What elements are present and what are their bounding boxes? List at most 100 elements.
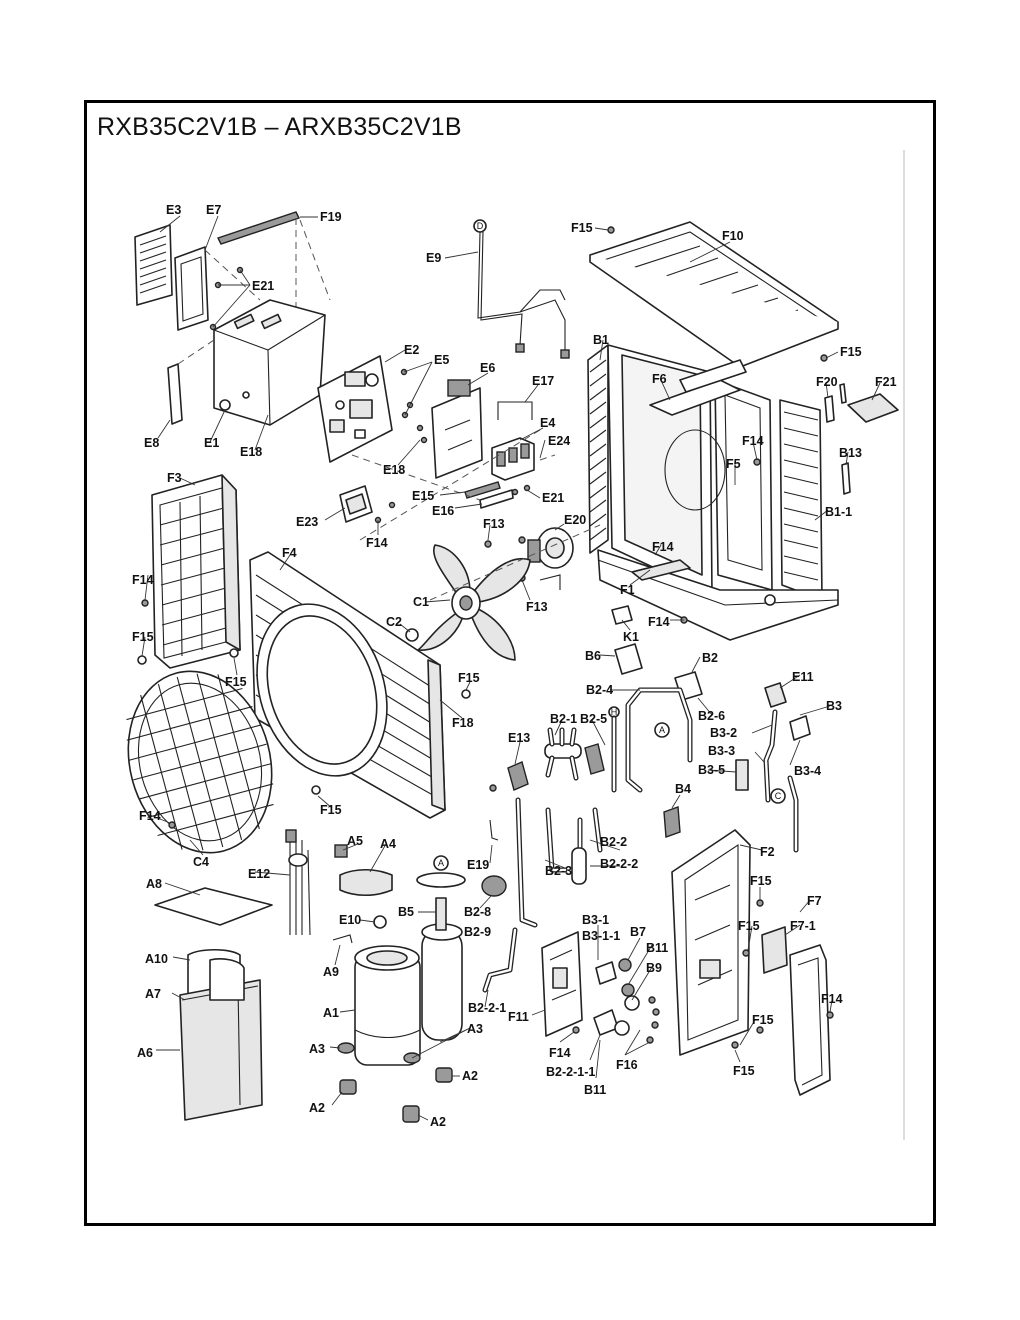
label-k1: K1 <box>623 630 639 644</box>
label-f15-d: F15 <box>225 675 247 689</box>
e19-part <box>489 819 499 841</box>
label-f15-f: F15 <box>320 803 342 817</box>
label-a6: A6 <box>137 1046 153 1060</box>
label-f6: F6 <box>652 372 667 386</box>
b2-8-part <box>481 875 507 897</box>
b4-part <box>663 806 681 838</box>
label-e17: E17 <box>532 374 554 388</box>
f16-screws <box>646 996 660 1044</box>
label-e7: E7 <box>206 203 221 217</box>
e23-reactor <box>339 485 396 524</box>
label-e12: E12 <box>248 867 270 881</box>
label-b3-1-1: B3-1-1 <box>582 929 620 943</box>
label-f14-e: F14 <box>132 573 154 587</box>
label-b9: B9 <box>646 961 662 975</box>
label-f15-i: F15 <box>752 1013 774 1027</box>
label-f14-g: F14 <box>549 1046 571 1060</box>
label-b1: B1 <box>593 333 609 347</box>
label-b5: B5 <box>398 905 414 919</box>
label-f4: F4 <box>282 546 297 560</box>
e4-terminal-block <box>491 437 535 481</box>
label-b2-3: B2-3 <box>545 864 572 878</box>
stop-valves <box>593 958 640 1036</box>
c2-nut <box>405 628 419 642</box>
label-b2-2-1: B2-2-1 <box>468 1001 506 1015</box>
label-e15: E15 <box>412 489 434 503</box>
label-a7: A7 <box>145 987 161 1001</box>
label-f15-j: F15 <box>733 1064 755 1078</box>
e2-pcb <box>317 355 393 463</box>
label-f14-a: F14 <box>366 536 388 550</box>
label-b2-2: B2-2 <box>600 835 627 849</box>
marker-h: H <box>611 707 618 717</box>
label-b3-4: B3-4 <box>794 764 821 778</box>
label-a2-c: A2 <box>462 1069 478 1083</box>
label-b2: B2 <box>702 651 718 665</box>
label-f15-b: F15 <box>840 345 862 359</box>
b3-4-part <box>789 715 811 741</box>
marker-a-pipe: A <box>659 725 665 735</box>
label-e8: E8 <box>144 436 159 450</box>
label-f21: F21 <box>875 375 897 389</box>
label-f19: F19 <box>320 210 342 224</box>
label-b2-6: B2-6 <box>698 709 725 723</box>
electrical-box-assembly <box>134 211 428 463</box>
label-b13: B13 <box>839 446 862 460</box>
page-title: RXB35C2V1B – ARXB35C2V1B <box>97 113 462 141</box>
label-e24: E24 <box>548 434 570 448</box>
c4-grille <box>126 670 274 854</box>
label-f14-f: F14 <box>139 809 161 823</box>
label-b3-1: B3-1 <box>582 913 609 927</box>
reference-markers: D H A C A <box>438 219 782 868</box>
f20-part <box>824 395 835 423</box>
label-e3: E3 <box>166 203 181 217</box>
label-e19: E19 <box>467 858 489 872</box>
label-b1-1: B1-1 <box>825 505 852 519</box>
label-f5: F5 <box>726 457 741 471</box>
label-f14-d: F14 <box>648 615 670 629</box>
f21-pad <box>847 393 899 423</box>
f4-front-panel <box>249 551 446 819</box>
e17-clip <box>497 401 533 420</box>
e7-bracket <box>174 246 209 331</box>
label-a5: A5 <box>347 834 363 848</box>
label-a3-a: A3 <box>309 1042 325 1056</box>
label-f13-b: F13 <box>526 600 548 614</box>
leader-lines <box>141 215 881 1121</box>
label-a9: A9 <box>323 965 339 979</box>
f7-cover <box>761 926 831 1096</box>
part-labels: E3 E7 F19 E21 E8 E1 E18 E2 E5 E9 E6 E17 … <box>132 203 897 1129</box>
label-f20: F20 <box>816 375 838 389</box>
label-f15-g: F15 <box>750 874 772 888</box>
label-e20: E20 <box>564 513 586 527</box>
label-f1: F1 <box>620 583 635 597</box>
label-b7: B7 <box>630 925 646 939</box>
marker-d: D <box>477 221 484 231</box>
label-f16: F16 <box>616 1058 638 1072</box>
label-e2: E2 <box>404 343 419 357</box>
label-f14-c: F14 <box>652 540 674 554</box>
b2-2-2-accumulator <box>571 847 587 885</box>
label-e13: E13 <box>508 731 530 745</box>
label-f15-a: F15 <box>571 221 593 235</box>
label-f7: F7 <box>807 894 822 908</box>
marker-a-compressor: A <box>438 858 444 868</box>
label-b2-4: B2-4 <box>586 683 613 697</box>
label-e9: E9 <box>426 251 441 265</box>
label-b4: B4 <box>675 782 691 796</box>
a2-cushions <box>339 1067 453 1123</box>
label-b3: B3 <box>826 699 842 713</box>
label-a2-a: A2 <box>309 1101 325 1115</box>
label-c4: C4 <box>193 855 209 869</box>
label-a8: A8 <box>146 877 162 891</box>
label-e23: E23 <box>296 515 318 529</box>
a-compressor-assembly <box>154 829 466 1123</box>
label-a10: A10 <box>145 952 168 966</box>
label-e16: E16 <box>432 504 454 518</box>
label-c1: C1 <box>413 595 429 609</box>
label-f15-e: F15 <box>458 671 480 685</box>
e16-clamp <box>479 489 514 509</box>
b2-1-four-way-valve <box>544 727 605 781</box>
label-a1: A1 <box>323 1006 339 1020</box>
